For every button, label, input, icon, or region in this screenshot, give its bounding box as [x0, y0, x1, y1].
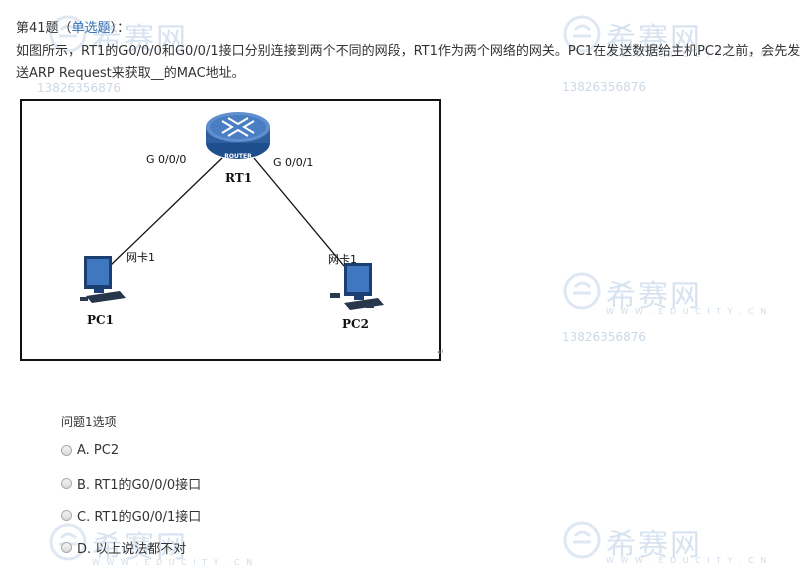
option-b[interactable]: B. RT1的G0/0/0接口	[61, 474, 201, 493]
watermark-brand: 希赛网	[606, 528, 702, 563]
watermark-url: W W W . E D U C I T Y . C N	[606, 307, 769, 316]
pc2-nic-label: 网卡1	[328, 253, 357, 266]
question-type: 单选题	[71, 21, 111, 36]
option-a-label: A. PC2	[77, 443, 120, 458]
option-c[interactable]: C. RT1的G0/0/1接口	[61, 506, 201, 525]
watermark-phone: 13826356876	[562, 80, 646, 94]
option-b-label: B. RT1的G0/0/0接口	[77, 478, 202, 493]
port-g001-label: G 0/0/1	[273, 156, 314, 169]
option-d-radio[interactable]	[61, 542, 72, 553]
watermark-logo-icon	[563, 521, 601, 559]
options-header: 问题1选项	[61, 415, 117, 429]
router-name: RT1	[225, 171, 253, 185]
option-c-label: C. RT1的G0/0/1接口	[77, 510, 202, 525]
option-d[interactable]: D. 以上说法都不对	[61, 538, 186, 557]
question-number: 第41题（	[16, 21, 72, 36]
port-g000-label: G 0/0/0	[146, 153, 187, 166]
link-rt1-pc1	[109, 157, 223, 267]
pc1-name: PC1	[87, 313, 114, 327]
option-b-radio[interactable]	[61, 478, 72, 489]
router-icon	[206, 112, 270, 159]
router-badge: ROUTER	[224, 153, 252, 160]
watermark-phone: 13826356876	[37, 81, 121, 95]
paragraph-return-mark: ↵	[437, 348, 445, 358]
option-c-radio[interactable]	[61, 510, 72, 521]
question-header: 第41题（单选题）：	[16, 17, 130, 36]
pc1-nic-label: 网卡1	[126, 251, 155, 264]
watermark-brand: 希赛网	[606, 279, 702, 314]
network-diagram: ROUTER G 0/0/0 G 0/0/1 RT1 网卡1 网卡1 PC1 P…	[20, 99, 441, 361]
watermark-url: W W W . E D U C I T Y . C N	[606, 556, 769, 565]
option-a[interactable]: A. PC2	[61, 443, 119, 458]
option-a-radio[interactable]	[61, 445, 72, 456]
link-rt1-pc2	[253, 157, 345, 267]
pc1-computer-icon	[80, 256, 126, 303]
watermark-logo-icon	[563, 272, 601, 310]
pc2-computer-icon	[330, 263, 384, 310]
watermark-phone: 13826356876	[562, 330, 646, 344]
pc2-name: PC2	[342, 317, 369, 331]
question-text: 如图所示，RT1的G0/0/0和G0/0/1接口分别连接到两个不同的网段，RT1…	[16, 44, 801, 81]
option-d-label: D. 以上说法都不对	[77, 542, 187, 557]
question-suffix: ）：	[110, 21, 131, 36]
watermark-url: W W W . E D U C I T Y . C N	[92, 558, 255, 567]
